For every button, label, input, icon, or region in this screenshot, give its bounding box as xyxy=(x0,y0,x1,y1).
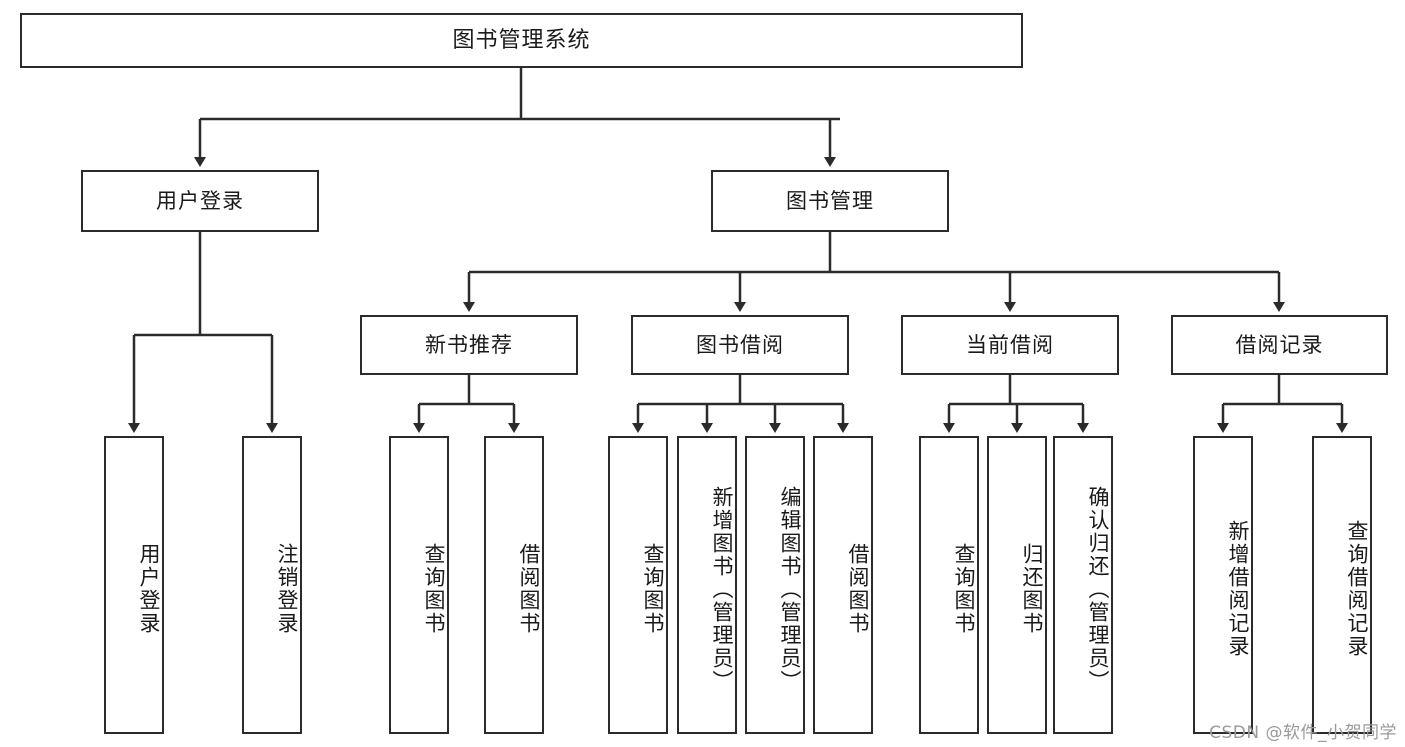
leaf-query-book-recommendation[interactable]: 查询图书 xyxy=(389,436,449,734)
leaf-query-book-borrowing[interactable]: 查询图书 xyxy=(608,436,668,734)
node-book-management[interactable]: 图书管理 xyxy=(711,170,949,232)
edges-book-mgmt-to-level3 xyxy=(463,232,1285,312)
leaf-edit-book-admin[interactable]: 编辑图书（管理员） xyxy=(745,436,805,734)
edges-current-borrow-to-leaves xyxy=(943,375,1089,433)
leaf-query-book-current[interactable]: 查询图书 xyxy=(919,436,979,734)
node-borrow-records[interactable]: 借阅记录 xyxy=(1171,315,1388,375)
leaf-add-book-admin[interactable]: 新增图书（管理员） xyxy=(677,436,737,734)
leaf-borrow-book-recommendation[interactable]: 借阅图书 xyxy=(484,436,544,734)
leaf-query-borrow-record[interactable]: 查询借阅记录 xyxy=(1312,436,1372,734)
leaf-borrow-book[interactable]: 借阅图书 xyxy=(813,436,873,734)
leaf-user-login[interactable]: 用户登录 xyxy=(104,436,164,734)
node-current-borrowing[interactable]: 当前借阅 xyxy=(901,315,1119,375)
node-book-borrowing[interactable]: 图书借阅 xyxy=(631,315,849,375)
leaf-logout[interactable]: 注销登录 xyxy=(242,436,302,734)
node-user-login[interactable]: 用户登录 xyxy=(81,170,319,232)
edges-borrow-to-leaves xyxy=(632,375,849,433)
edges-new-book-to-leaves xyxy=(413,375,520,433)
leaf-confirm-return-admin[interactable]: 确认归还（管理员） xyxy=(1053,436,1113,734)
watermark-text: CSDN @软件_小贺同学 xyxy=(1209,723,1397,743)
leaf-return-book[interactable]: 归还图书 xyxy=(987,436,1047,734)
node-root-system[interactable]: 图书管理系统 xyxy=(20,13,1023,68)
edges-root-to-level2 xyxy=(194,68,840,167)
edges-user-login-to-leaves xyxy=(128,232,278,433)
node-new-book-recommendation[interactable]: 新书推荐 xyxy=(360,315,578,375)
leaf-add-borrow-record[interactable]: 新增借阅记录 xyxy=(1193,436,1253,734)
edges-records-to-leaves xyxy=(1217,375,1348,433)
